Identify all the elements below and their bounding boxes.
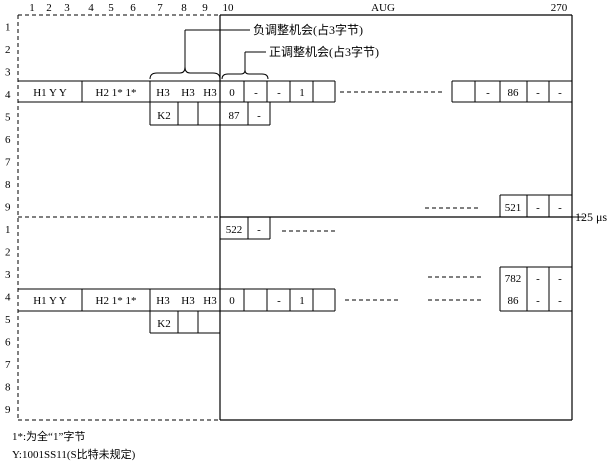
f2-ptr-1: 1 <box>299 295 305 307</box>
positive-adjust-label: 正调整机会(占3字节) <box>269 44 379 59</box>
f1-h3-b: H3 <box>181 87 195 99</box>
row-label-16: 7 <box>5 359 11 371</box>
frame2-row4 <box>18 288 572 334</box>
col-2: 2 <box>46 2 52 14</box>
row-label-10: 1 <box>5 224 11 236</box>
row-label-3: 3 <box>5 66 11 78</box>
f1-521-dash1: - <box>536 202 540 214</box>
col-7: 7 <box>157 2 163 14</box>
row-label-15: 6 <box>5 336 11 348</box>
f2-782: 782 <box>505 273 522 285</box>
col-6: 6 <box>130 2 136 14</box>
f2-522: 522 <box>226 224 243 236</box>
row-label-13: 4 <box>5 291 11 303</box>
f1-tail-dash: - <box>486 87 490 99</box>
col-270: 270 <box>551 2 568 14</box>
row-labels: 1 2 3 4 5 6 7 8 9 1 2 3 4 5 6 7 8 9 <box>5 21 11 416</box>
f1-87-dash: - <box>257 110 261 122</box>
row-label-7: 7 <box>5 156 11 168</box>
f1-521: 521 <box>505 202 522 214</box>
f2-h3-a: H3 <box>156 295 170 307</box>
col-5: 5 <box>108 2 114 14</box>
f1-ptr-dash1: - <box>254 87 258 99</box>
f2-522-dash: - <box>257 224 261 236</box>
col-1: 1 <box>29 2 35 14</box>
row-label-17: 8 <box>5 381 11 393</box>
f1-h3-a: H3 <box>156 87 170 99</box>
row-label-9: 9 <box>5 201 11 213</box>
f1-tail-dash2: - <box>536 87 540 99</box>
col-9: 9 <box>202 2 208 14</box>
row-label-8: 8 <box>5 179 11 191</box>
f1-521-dash2: - <box>558 202 562 214</box>
frame2-row3 <box>428 266 572 289</box>
col-10: 10 <box>223 2 235 14</box>
negative-adjust-label: 负调整机会(占3字节) <box>253 22 363 37</box>
col-aug: AUG <box>371 2 395 14</box>
f1-h3-c: H3 <box>203 87 217 99</box>
frame1-row9 <box>425 194 572 217</box>
frame-outline <box>17 14 584 421</box>
f2-tail-dash2: - <box>558 295 562 307</box>
row-label-2: 2 <box>5 44 11 56</box>
f1-tail-86: 86 <box>508 87 520 99</box>
f1-tail-dash3: - <box>558 87 562 99</box>
f2-h1yy: H1 Y Y <box>33 295 67 307</box>
row-label-18: 9 <box>5 404 11 416</box>
frame1-row4-text: H1 Y Y H2 1* 1* H3 H3 H3 0 - - 1 - 86 - … <box>33 87 562 122</box>
f2-tail-dash1: - <box>536 295 540 307</box>
footnote-1: 1*:为全“1”字节 <box>12 429 85 443</box>
f1-ptr-dash2: - <box>277 87 281 99</box>
frame2-row1 <box>220 217 335 240</box>
row-label-1: 1 <box>5 21 11 33</box>
f2-h3-b: H3 <box>181 295 195 307</box>
row-label-12: 3 <box>5 269 11 281</box>
f1-k2: K2 <box>157 110 170 122</box>
col-4: 4 <box>88 2 94 14</box>
f2-tail-86: 86 <box>508 295 520 307</box>
row-label-5: 5 <box>5 111 11 123</box>
col-8: 8 <box>181 2 187 14</box>
f1-ptr-1: 1 <box>299 87 305 99</box>
frame2-row4-text: H1 Y Y H2 1* 1* H3 H3 H3 0 - 1 86 - - K2 <box>33 295 562 330</box>
f2-k2: K2 <box>157 318 170 330</box>
f2-782-dash2: - <box>558 273 562 285</box>
period-label: 125 μs <box>575 210 607 224</box>
adjustment-braces <box>149 29 269 80</box>
frame1-row4 <box>18 80 572 126</box>
footnote-2: Y:1001SS11(S比特未规定) <box>12 447 136 461</box>
f1-ptr-0: 0 <box>229 87 235 99</box>
f2-ptr-dash: - <box>277 295 281 307</box>
row-label-14: 5 <box>5 314 11 326</box>
row-label-6: 6 <box>5 134 11 146</box>
col-3: 3 <box>64 2 70 14</box>
row-label-11: 2 <box>5 246 11 258</box>
f1-h2: H2 1* 1* <box>96 87 137 99</box>
column-header: 1 2 3 4 5 6 7 8 9 10 AUG 270 <box>29 2 568 14</box>
f2-ptr-0: 0 <box>229 295 235 307</box>
f1-87: 87 <box>229 110 241 122</box>
f2-h2: H2 1* 1* <box>96 295 137 307</box>
f1-h1yy: H1 Y Y <box>33 87 67 99</box>
row-label-4: 4 <box>5 89 11 101</box>
f2-782-dash1: - <box>536 273 540 285</box>
f2-h3-c: H3 <box>203 295 217 307</box>
